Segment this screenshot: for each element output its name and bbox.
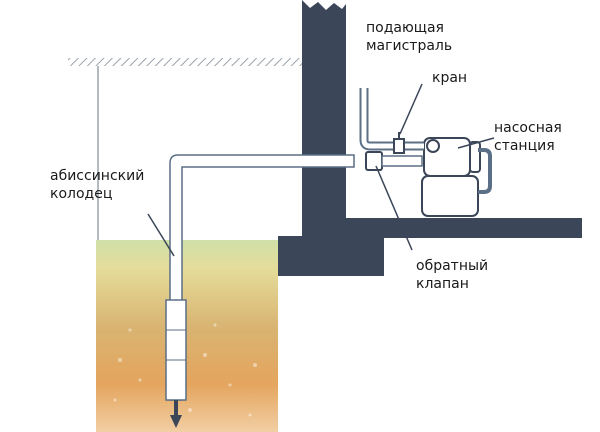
label-tap: кран <box>432 70 467 86</box>
pump-outlet-pipe <box>478 148 492 194</box>
label-pump-station: насосная станция <box>494 120 566 154</box>
footing <box>278 236 384 276</box>
ground-surface-line <box>68 58 302 66</box>
pump-station <box>421 137 481 217</box>
pump-inlet-pipe <box>381 155 423 167</box>
tap-valve <box>393 132 405 154</box>
wall-top-break <box>302 0 346 10</box>
floor-slab <box>346 218 582 238</box>
check-valve <box>365 151 383 171</box>
soil-speckles <box>113 323 257 417</box>
soil-layer <box>96 240 278 432</box>
well-pipe <box>165 154 355 428</box>
leader-lines <box>147 83 495 257</box>
label-abyssinian-well: абиссинский колодец <box>50 168 149 202</box>
label-supply-line: подающая магистраль <box>366 20 452 54</box>
label-check-valve: обратный клапан <box>416 258 493 292</box>
supply-line-pipe <box>359 88 424 151</box>
foundation-wall <box>302 0 346 240</box>
